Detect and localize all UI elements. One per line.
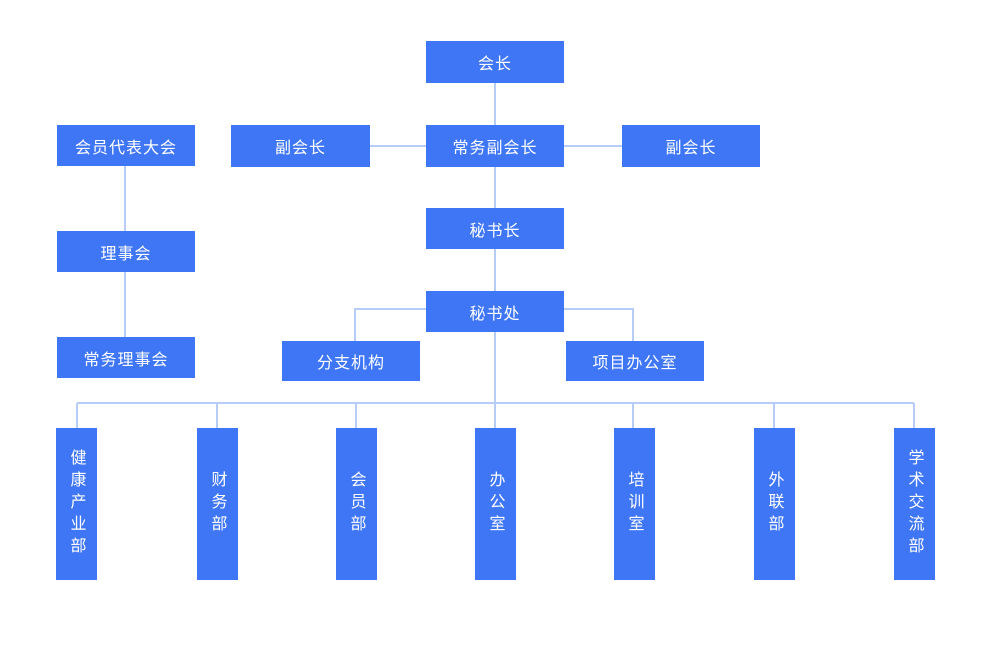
department-membership-box: 会员部 (336, 428, 377, 580)
secretariat-box: 秘书处 (426, 291, 564, 332)
department-academic-exchange-box: 学术交流部 (894, 428, 935, 580)
standing-council-box: 常务理事会 (57, 337, 195, 378)
vice-president-left-box: 副会长 (231, 125, 370, 167)
secretary-general-box: 秘书长 (426, 208, 564, 249)
department-external-liaison-box: 外联部 (754, 428, 795, 580)
department-health-industry-box: 健康产业部 (56, 428, 97, 580)
member-congress-box: 会员代表大会 (57, 125, 195, 166)
branch-box: 分支机构 (282, 341, 420, 381)
department-finance-box: 财务部 (197, 428, 238, 580)
department-training-box: 培训室 (614, 428, 655, 580)
project-office-box: 项目办公室 (566, 341, 704, 381)
council-box: 理事会 (57, 231, 195, 272)
department-office-box: 办公室 (475, 428, 516, 580)
vice-president-right-box: 副会长 (622, 125, 760, 167)
executive-vice-president-box: 常务副会长 (426, 125, 564, 167)
president-box: 会长 (426, 41, 564, 83)
